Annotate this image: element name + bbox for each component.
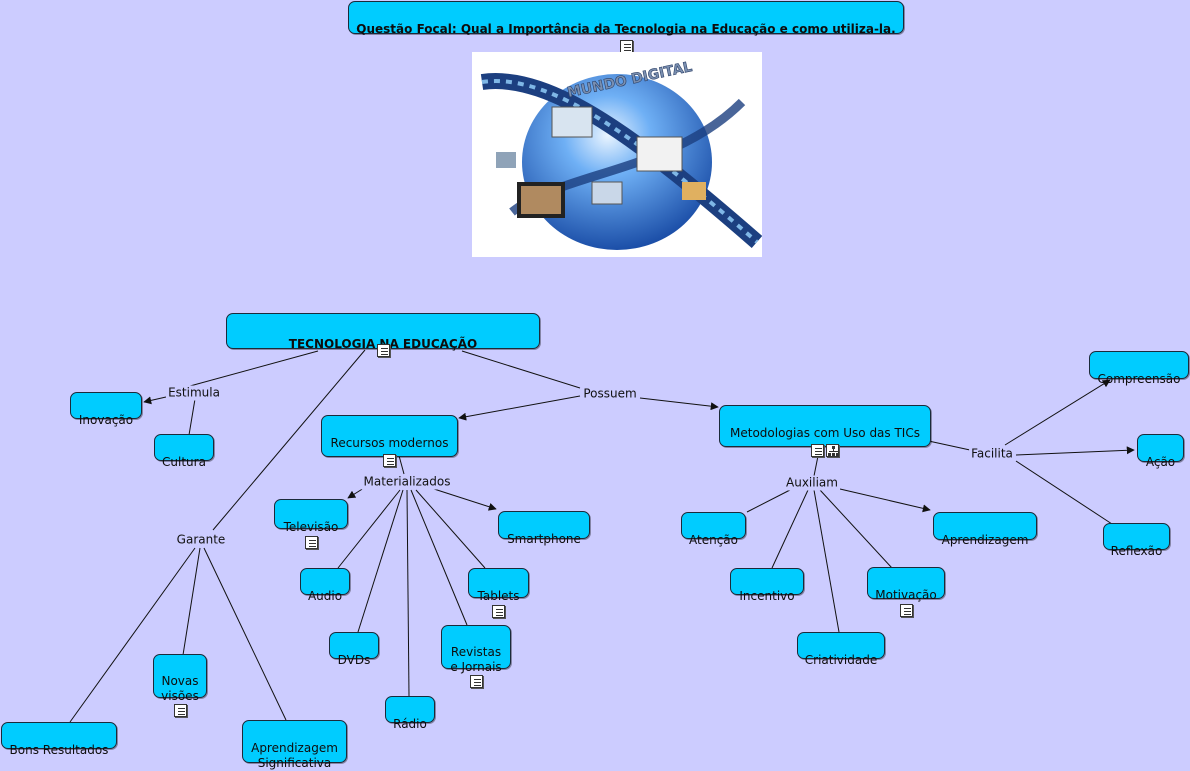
concept-compreensao[interactable]: Compreensão [1089, 351, 1189, 386]
concept-inovacao[interactable]: Inovação [70, 392, 142, 427]
concept-reflexao[interactable]: Reflexão [1103, 523, 1170, 558]
concept-atencao[interactable]: Atenção [681, 512, 746, 547]
document-resource-icon[interactable] [173, 704, 187, 717]
concept-aprendizagem[interactable]: Aprendizagem [933, 512, 1037, 547]
link-mat-revistas [410, 489, 468, 626]
concept-label: Motivação [875, 588, 937, 602]
concept-label: Metodologias com Uso das TICs [730, 426, 920, 440]
globe-illustration: MUNDO DIGITAL [480, 59, 762, 250]
focal-question-box[interactable]: Questão Focal: Qual a Importância da Tec… [348, 1, 904, 53]
concept-radio[interactable]: Rádio [385, 696, 435, 731]
link-main-possuem [461, 350, 581, 389]
concept-label: Bons Resultados [9, 743, 109, 757]
concept-label: Rádio [393, 717, 427, 731]
concept-acao[interactable]: Ação [1137, 434, 1184, 469]
concept-label: Incentivo [739, 589, 795, 603]
link-garante-bons [69, 547, 196, 723]
focal-question-text: Questão Focal: Qual a Importância da Tec… [356, 22, 896, 36]
document-resource-icon[interactable] [811, 444, 824, 457]
link-facilita-reflexao [1015, 460, 1113, 525]
link-garante-aprendizagem-sig [203, 547, 287, 721]
link-mat-smartphone [433, 488, 497, 511]
concept-label: Recursos modernos [330, 436, 449, 450]
linking-phrase-auxiliam: Auxiliam [784, 475, 840, 491]
link-aux-atencao [746, 489, 791, 513]
linking-phrase-estimula: Estimula [166, 385, 222, 401]
link-main-estimula [189, 350, 319, 387]
link-aux-incentivo [771, 489, 809, 569]
concept-novas-visoes[interactable]: Novas visões [153, 654, 207, 717]
concept-label: Compreensão [1097, 372, 1181, 386]
link-possuem-recursos [458, 395, 581, 421]
linking-phrase-materializados: Materializados [361, 474, 453, 490]
linking-phrase-garante: Garante [174, 532, 228, 548]
concept-label: Aprendizagem [941, 533, 1029, 547]
link-mat-tablets [415, 489, 486, 569]
link-mat-audio [337, 489, 401, 569]
concept-aprendizagem-significativa[interactable]: Aprendizagem Significativa [242, 720, 347, 770]
link-aux-motivacao [819, 489, 893, 569]
concept-label: Ação [1145, 455, 1176, 469]
document-resource-icon[interactable] [377, 344, 390, 357]
concept-tablets[interactable]: Tablets [468, 568, 529, 618]
concept-televisao[interactable]: Televisão [274, 499, 348, 549]
link-mat-dvds [357, 489, 404, 633]
concept-incentivo[interactable]: Incentivo [730, 568, 804, 603]
concept-tecnologia-na-educacao[interactable]: TECNOLOGIA NA EDUCAÇÃO [226, 313, 540, 357]
link-mat-televisao [347, 487, 365, 499]
document-resource-icon[interactable] [469, 675, 483, 688]
link-facilita-acao [1015, 446, 1135, 456]
concept-label: Novas visões [161, 674, 199, 703]
concept-label: Aprendizagem Significativa [251, 741, 338, 770]
document-resource-icon[interactable] [899, 604, 913, 617]
concept-label: Revistas e Jornais [450, 645, 502, 674]
document-resource-icon[interactable] [304, 536, 318, 549]
concept-label: Atenção [689, 533, 738, 547]
concept-audio[interactable]: Audio [300, 568, 350, 603]
concept-label: Inovação [78, 413, 134, 427]
link-garante-novas [182, 547, 201, 656]
mundo-digital-image: MUNDO DIGITAL [472, 52, 762, 257]
concept-label: DVDs [337, 653, 371, 667]
concept-revistas-jornais[interactable]: Revistas e Jornais [441, 625, 511, 688]
link-aux-aprendizagem [839, 488, 931, 513]
link-main-garante [212, 349, 366, 531]
link-estimula-inovacao [143, 396, 167, 405]
linking-phrase-possuem: Possuem [581, 386, 639, 402]
concept-label: Tablets [477, 589, 520, 603]
concept-smartphone[interactable]: Smartphone [498, 511, 590, 546]
concept-motivacao[interactable]: Motivação [867, 567, 945, 617]
link-metodologias-facilita [923, 439, 971, 451]
concept-recursos-modernos[interactable]: Recursos modernos [321, 415, 458, 467]
concept-bons-resultados[interactable]: Bons Resultados [1, 722, 117, 757]
concept-metodologias[interactable]: Metodologias com Uso das TICs [719, 405, 931, 457]
link-estimula-cultura [188, 398, 196, 436]
linking-phrase-facilita: Facilita [969, 446, 1015, 462]
concept-label: Televisão [283, 520, 339, 534]
concept-dvds[interactable]: DVDs [329, 632, 379, 667]
concept-label: Cultura [162, 455, 206, 469]
concept-label: Criatividade [804, 653, 878, 667]
link-aux-criatividade [813, 489, 840, 633]
concept-map-resource-icon[interactable] [826, 444, 839, 457]
concept-label: Smartphone [507, 532, 581, 546]
document-resource-icon[interactable] [492, 605, 505, 618]
concept-label: Audio [307, 589, 343, 603]
concept-cultura[interactable]: Cultura [154, 434, 214, 469]
document-resource-icon[interactable] [383, 454, 396, 467]
link-possuem-metodologias [639, 397, 719, 411]
link-facilita-compreensao [1004, 379, 1111, 446]
concept-label: Reflexão [1110, 544, 1163, 558]
concept-label: TECNOLOGIA NA EDUCAÇÃO [288, 337, 478, 351]
concept-criatividade[interactable]: Criatividade [797, 632, 885, 667]
link-mat-radio [406, 489, 410, 697]
